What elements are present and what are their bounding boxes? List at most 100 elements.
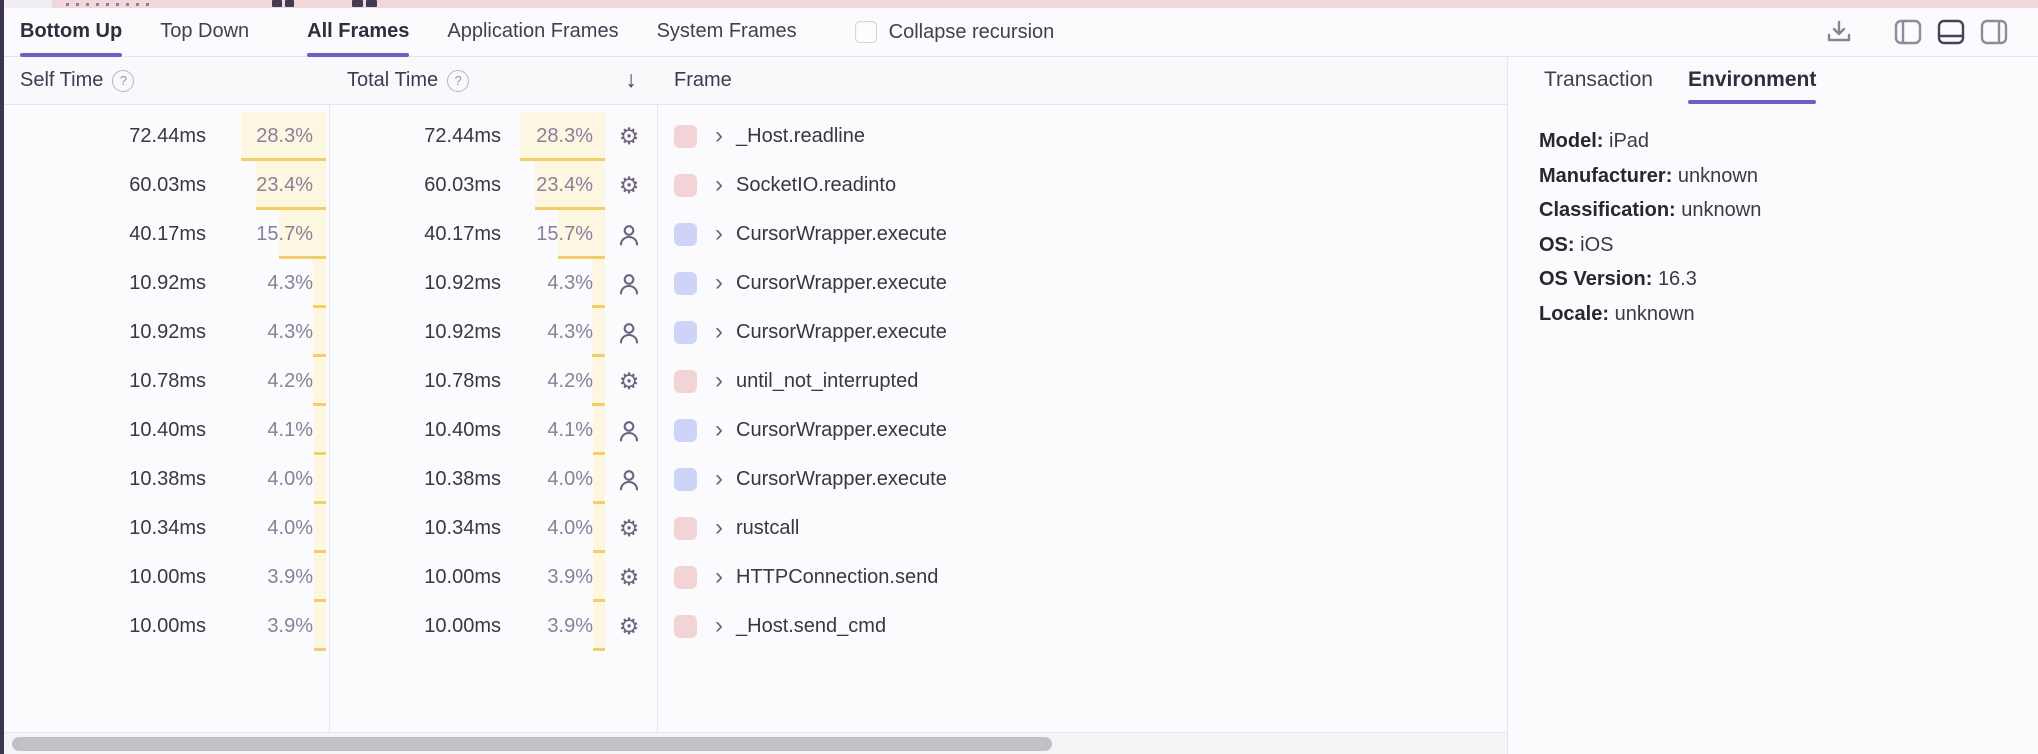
total-percent-value: 4.1% xyxy=(547,419,593,441)
chevron-right-icon[interactable]: › xyxy=(715,171,723,198)
table-row[interactable]: 10.40ms 4.1% 10.40ms 4.1% › CursorWrappe… xyxy=(4,406,1507,455)
total-percent-bar xyxy=(592,308,605,357)
minimap-light-segment xyxy=(4,0,52,8)
chevron-right-icon[interactable]: › xyxy=(715,465,723,492)
self-percent-value: 23.4% xyxy=(256,174,313,196)
frame-color-swatch xyxy=(674,517,697,540)
self-time-value: 60.03ms xyxy=(129,174,206,196)
gear-icon: ⚙ xyxy=(618,613,640,639)
frame-name[interactable]: rustcall xyxy=(736,517,800,539)
frame-name[interactable]: CursorWrapper.execute xyxy=(736,419,947,441)
self-percent-value: 28.3% xyxy=(256,125,313,147)
self-percent-bar xyxy=(314,455,326,504)
chevron-right-icon[interactable]: › xyxy=(715,612,723,639)
download-icon[interactable] xyxy=(1825,19,1853,45)
frame-name[interactable]: HTTPConnection.send xyxy=(736,566,939,588)
frame-color-swatch xyxy=(674,615,697,638)
frame-name[interactable]: _Host.readline xyxy=(736,125,865,147)
total-time-value: 10.40ms xyxy=(424,419,501,441)
field-value: unknown xyxy=(1681,199,1762,221)
table-row[interactable]: 72.44ms 28.3% 72.44ms 28.3% ⚙ › _Host.re… xyxy=(4,112,1507,161)
frame-name[interactable]: _Host.send_cmd xyxy=(736,615,887,637)
chevron-right-icon[interactable]: › xyxy=(715,122,723,149)
minimap-left-edge xyxy=(0,0,4,754)
minimap-tick xyxy=(106,3,109,6)
self-percent-value: 4.1% xyxy=(267,419,313,441)
total-percent-value: 4.2% xyxy=(547,370,593,392)
layout-right-icon[interactable] xyxy=(1980,19,2008,45)
frame-name[interactable]: until_not_interrupted xyxy=(736,370,919,392)
column-header-frame[interactable]: Frame xyxy=(674,69,732,91)
column-header-self-time[interactable]: Self Time? xyxy=(20,56,135,104)
table-row[interactable]: 10.92ms 4.3% 10.92ms 4.3% › CursorWrappe… xyxy=(4,259,1507,308)
self-percent-bar xyxy=(313,357,326,406)
gear-icon: ⚙ xyxy=(618,368,640,394)
tab-all-frames[interactable]: All Frames xyxy=(307,8,410,57)
chevron-right-icon[interactable]: › xyxy=(715,514,723,541)
user-icon xyxy=(619,224,639,246)
frame-name[interactable]: CursorWrapper.execute xyxy=(736,321,947,343)
table-row[interactable]: 10.78ms 4.2% 10.78ms 4.2% ⚙ › until_not_… xyxy=(4,357,1507,406)
chevron-right-icon[interactable]: › xyxy=(715,416,723,443)
total-time-value: 60.03ms xyxy=(424,174,501,196)
tab-environment[interactable]: Environment xyxy=(1688,56,1817,104)
flamegraph-minimap-strip[interactable] xyxy=(0,0,2038,8)
table-row[interactable]: 10.34ms 4.0% 10.34ms 4.0% ⚙ › rustcall xyxy=(4,504,1507,553)
table-row[interactable]: 10.00ms 3.9% 10.00ms 3.9% ⚙ › HTTPConnec… xyxy=(4,553,1507,602)
tab-bottom-up[interactable]: Bottom Up xyxy=(20,8,123,57)
column-header-total-time[interactable]: Total Time? xyxy=(347,56,470,104)
tab-transaction[interactable]: Transaction xyxy=(1544,68,1653,91)
total-percent-value: 28.3% xyxy=(536,125,593,147)
table-header: Self Time? Total Time? ↓ Frame xyxy=(4,56,1507,105)
chevron-right-icon[interactable]: › xyxy=(715,269,723,296)
field-label: Manufacturer: xyxy=(1539,164,1673,187)
total-percent-value: 3.9% xyxy=(547,615,593,637)
minimap-tick xyxy=(76,3,79,6)
self-time-value: 10.40ms xyxy=(129,419,206,441)
tab-top-down[interactable]: Top Down xyxy=(160,20,250,42)
frame-name[interactable]: CursorWrapper.execute xyxy=(736,223,947,245)
chevron-right-icon[interactable]: › xyxy=(715,367,723,394)
frame-color-swatch xyxy=(674,272,697,295)
self-percent-bar xyxy=(279,210,326,259)
total-percent-value: 3.9% xyxy=(547,566,593,588)
chevron-right-icon[interactable]: › xyxy=(715,563,723,590)
self-time-value: 10.78ms xyxy=(129,370,206,392)
table-row[interactable]: 60.03ms 23.4% 60.03ms 23.4% ⚙ › SocketIO… xyxy=(4,161,1507,210)
collapse-recursion-checkbox[interactable] xyxy=(854,21,877,43)
horizontal-scrollbar-thumb[interactable] xyxy=(12,737,1052,751)
tab-application-frames[interactable]: Application Frames xyxy=(447,20,619,42)
collapse-recursion-label[interactable]: Collapse recursion xyxy=(888,20,1055,43)
total-time-value: 10.92ms xyxy=(424,272,501,294)
minimap-mark xyxy=(366,0,377,7)
chevron-right-icon[interactable]: › xyxy=(715,220,723,247)
help-icon[interactable]: ? xyxy=(447,70,470,92)
user-icon xyxy=(615,259,643,308)
minimap-tick xyxy=(136,3,139,6)
frame-name[interactable]: CursorWrapper.execute xyxy=(736,468,947,490)
self-percent-value: 4.3% xyxy=(267,321,313,343)
self-percent-value: 4.0% xyxy=(267,517,313,539)
total-time-value: 40.17ms xyxy=(424,223,501,245)
field-value: iPad xyxy=(1609,130,1650,152)
tab-system-frames[interactable]: System Frames xyxy=(656,20,797,42)
layout-left-icon[interactable] xyxy=(1894,19,1922,45)
table-row[interactable]: 40.17ms 15.7% 40.17ms 15.7% › CursorWrap… xyxy=(4,210,1507,259)
total-time-value: 10.78ms xyxy=(424,370,501,392)
frame-name[interactable]: SocketIO.readinto xyxy=(736,174,897,196)
sort-descending-icon[interactable]: ↓ xyxy=(625,66,637,92)
help-icon[interactable]: ? xyxy=(112,70,135,92)
table-row[interactable]: 10.38ms 4.0% 10.38ms 4.0% › CursorWrappe… xyxy=(4,455,1507,504)
horizontal-scrollbar[interactable] xyxy=(4,732,1507,754)
gear-icon: ⚙ xyxy=(615,504,643,553)
table-body: 72.44ms 28.3% 72.44ms 28.3% ⚙ › _Host.re… xyxy=(4,112,1507,651)
layout-bottom-icon[interactable] xyxy=(1937,19,1965,45)
table-row[interactable]: 10.92ms 4.3% 10.92ms 4.3% › CursorWrappe… xyxy=(4,308,1507,357)
environment-field: Locale: unknown xyxy=(1539,297,1761,332)
frame-name[interactable]: CursorWrapper.execute xyxy=(736,272,947,294)
self-percent-value: 4.3% xyxy=(267,272,313,294)
table-row[interactable]: 10.00ms 3.9% 10.00ms 3.9% ⚙ › _Host.send… xyxy=(4,602,1507,651)
minimap-mark xyxy=(285,0,294,7)
user-icon xyxy=(619,322,639,344)
chevron-right-icon[interactable]: › xyxy=(715,318,723,345)
